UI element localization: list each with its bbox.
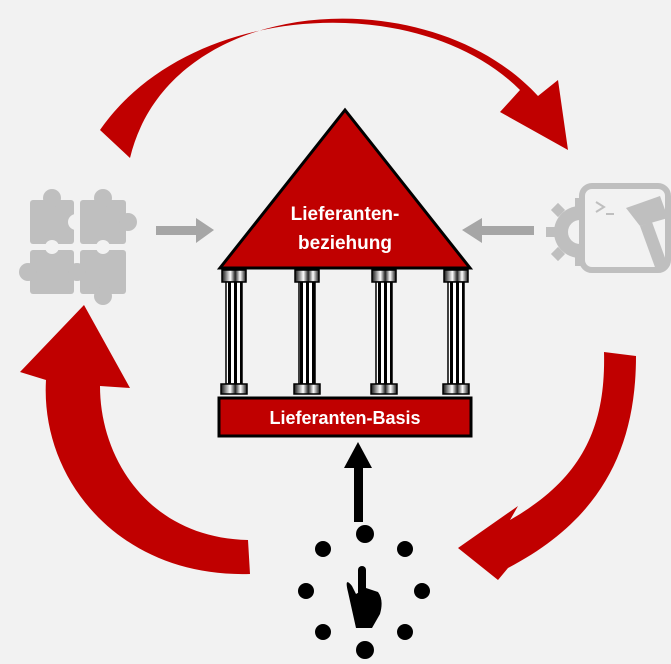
roof-label-line1: Lieferanten- — [290, 204, 400, 225]
puzzle-icon — [19, 189, 137, 305]
arrow-right-to-house — [462, 218, 534, 243]
roof-label: Lieferanten- beziehung — [252, 200, 438, 258]
pointing-hand-icon — [346, 566, 382, 628]
roof-label-line2: beziehung — [298, 233, 392, 254]
arrow-left-to-house — [156, 218, 214, 243]
hammer-icon — [626, 196, 668, 270]
column-3 — [370, 269, 398, 395]
touch-dots-icon — [298, 525, 430, 659]
house-roof — [216, 107, 474, 270]
arrow-up-to-base — [344, 442, 372, 522]
column-1 — [220, 269, 248, 395]
house-columns — [220, 269, 470, 395]
tools-icon — [546, 183, 671, 273]
base-label: Lieferanten-Basis — [269, 408, 421, 428]
column-4 — [442, 269, 470, 395]
column-2 — [293, 269, 321, 395]
house-base — [217, 396, 473, 438]
cycle-arrow-right — [458, 352, 636, 580]
cycle-arrow-bottom-left — [20, 305, 250, 575]
